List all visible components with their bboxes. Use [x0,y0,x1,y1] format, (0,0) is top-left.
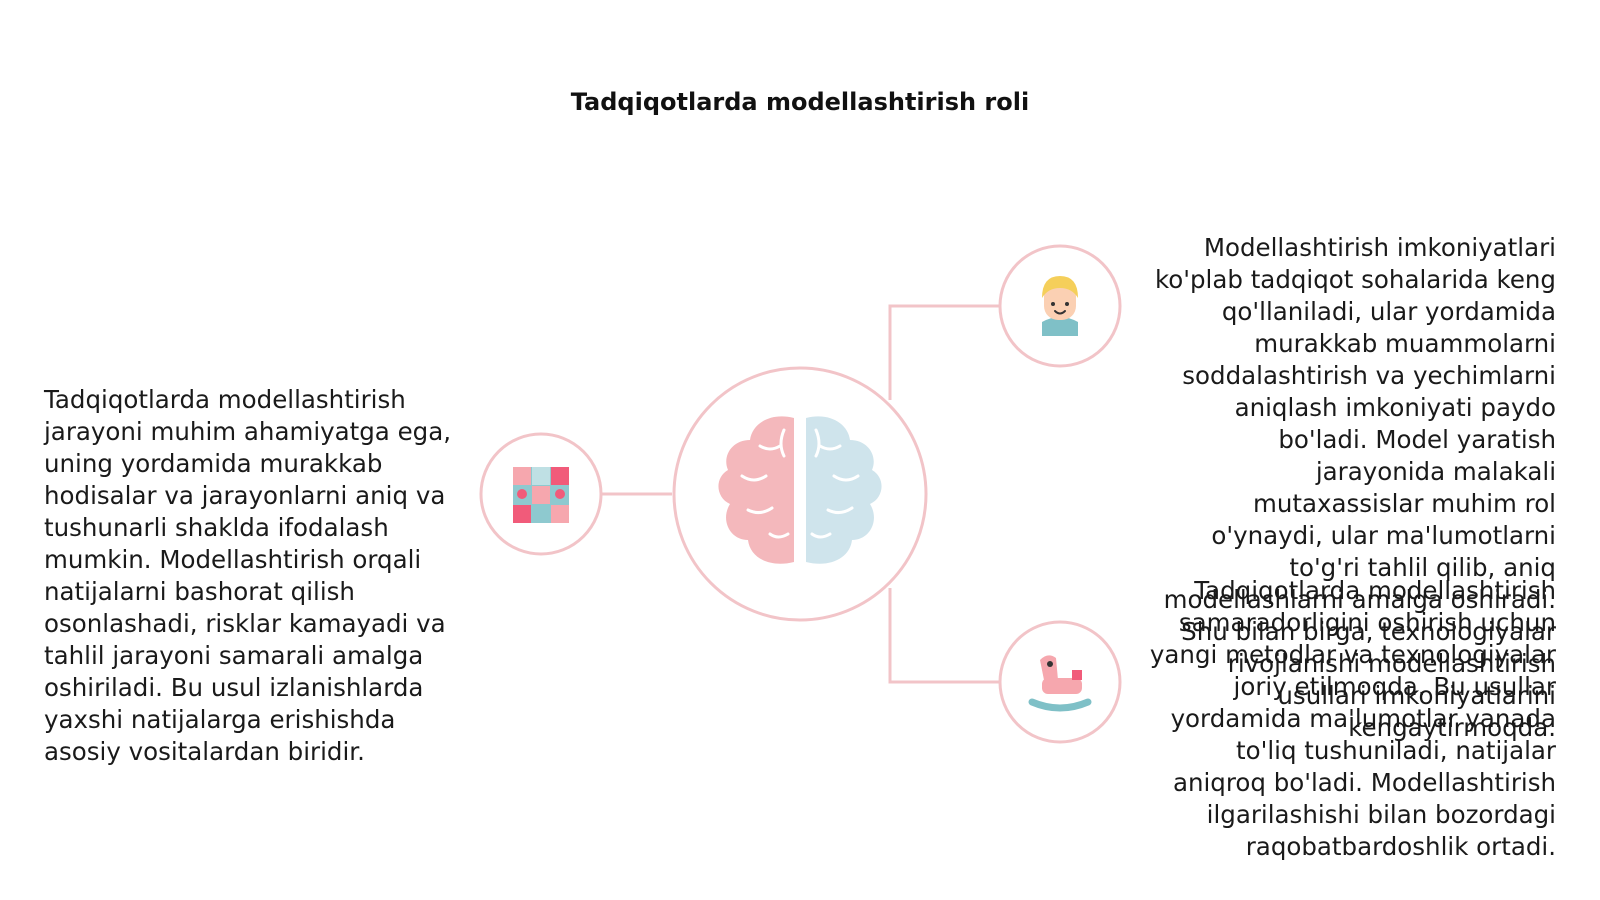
page-title: Tadqiqotlarda modellashtirish roli [570,88,1030,116]
center-node-ring [672,366,928,622]
bottom-right-node-ring [998,620,1122,744]
right-bottom-description: Tadqiqotlarda modellashtirish samaradorl… [1149,576,1556,861]
left-description: Tadqiqotlarda modellashtirish jarayoni m… [44,385,452,766]
top-right-node-ring [998,244,1122,368]
connector-top-right [888,304,1000,400]
connector-lines [600,304,1000,684]
connector-bottom-right [888,588,1000,684]
right-top-description: Modellashtirish imkoniyatlari ko'plab ta… [1154,233,1556,742]
left-node-ring [479,432,603,556]
